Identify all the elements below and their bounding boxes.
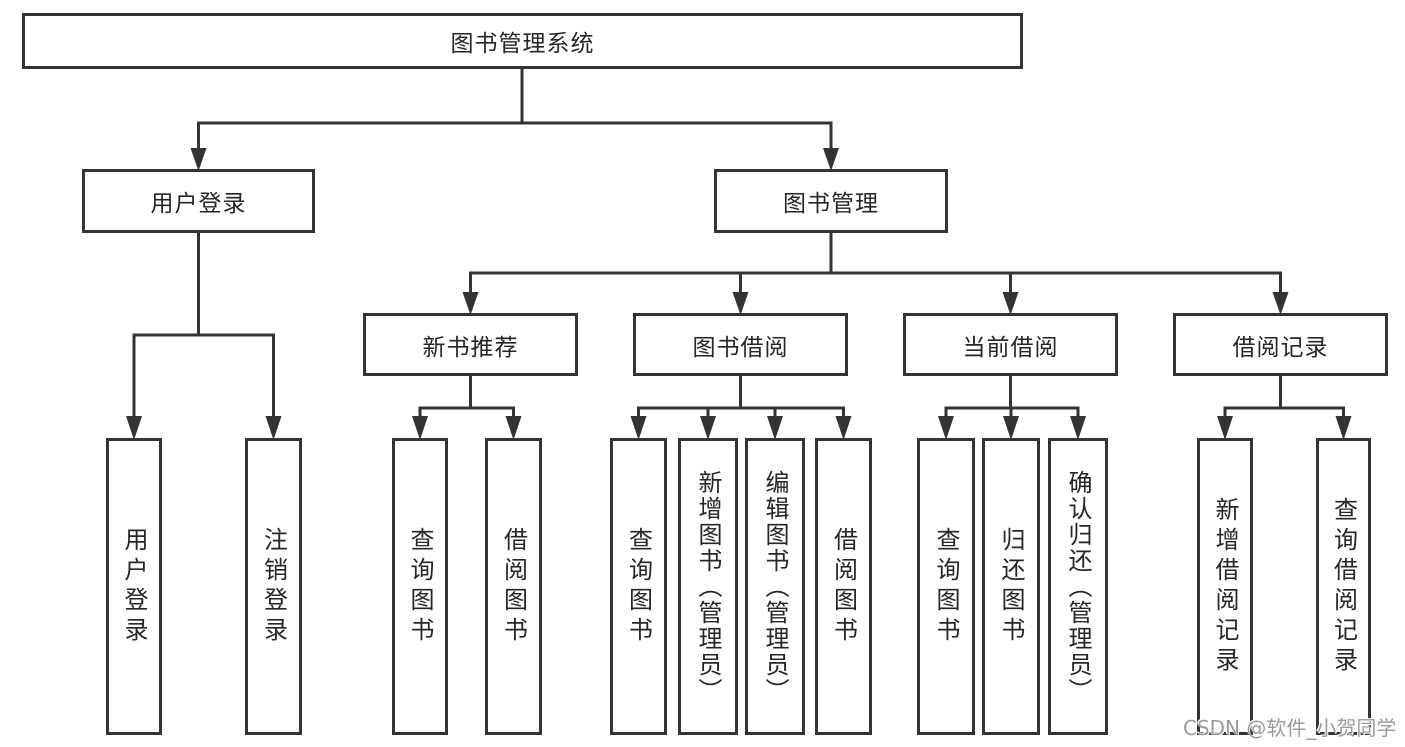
leaf-add-book-admin-label: 新增图书（管理员）	[694, 469, 722, 704]
leaf-query-book-current: 查询图书	[917, 438, 975, 735]
leaf-borrow-book-recommend-label: 借阅图书	[499, 526, 528, 647]
leaf-add-book-admin: 新增图书（管理员）	[678, 438, 738, 735]
node-root: 图书管理系统	[22, 13, 1023, 69]
leaf-borrow-book-label: 借阅图书	[829, 526, 858, 647]
leaf-edit-book-admin-label: 编辑图书（管理员）	[761, 469, 789, 704]
leaf-query-borrow-record: 查询借阅记录	[1316, 438, 1371, 735]
leaf-add-borrow-record-label: 新增借阅记录	[1211, 496, 1239, 677]
leaf-return-book-label: 归还图书	[997, 526, 1025, 647]
leaf-borrow-book: 借阅图书	[815, 438, 872, 735]
leaf-query-book-recommend: 查询图书	[392, 438, 448, 735]
node-book-borrow-label: 图书借阅	[692, 334, 789, 361]
node-current-borrow-label: 当前借阅	[962, 334, 1059, 361]
node-user-login-label: 用户登录	[150, 191, 247, 217]
leaf-user-login: 用户登录	[106, 438, 162, 735]
node-borrow-records-label: 借阅记录	[1232, 334, 1329, 361]
leaf-confirm-return-admin-label: 确认归还（管理员）	[1064, 469, 1092, 704]
leaf-logout-label: 注销登录	[259, 526, 288, 647]
leaf-query-book-recommend-label: 查询图书	[406, 526, 434, 647]
leaf-add-borrow-record: 新增借阅记录	[1197, 438, 1253, 735]
leaf-logout: 注销登录	[245, 438, 302, 735]
node-book-borrow: 图书借阅	[633, 313, 848, 376]
leaf-confirm-return-admin: 确认归还（管理员）	[1048, 438, 1108, 735]
leaf-return-book: 归还图书	[982, 438, 1040, 735]
leaf-query-book-current-label: 查询图书	[932, 526, 960, 647]
node-user-login: 用户登录	[82, 169, 315, 233]
leaf-borrow-book-recommend: 借阅图书	[485, 438, 542, 735]
leaf-query-borrow-record-label: 查询借阅记录	[1329, 496, 1358, 677]
leaf-query-book-borrow-label: 查询图书	[624, 526, 653, 647]
arrowhead-group	[126, 148, 1352, 440]
node-book-management-label: 图书管理	[783, 191, 879, 217]
node-borrow-records: 借阅记录	[1173, 313, 1388, 376]
leaf-query-book-borrow: 查询图书	[610, 438, 667, 735]
node-new-book-recommend-label: 新书推荐	[422, 334, 519, 361]
leaf-user-login-label: 用户登录	[120, 526, 148, 647]
leaf-edit-book-admin: 编辑图书（管理员）	[745, 438, 805, 735]
watermark-text: CSDN @软件_小贺同学	[1183, 716, 1397, 740]
node-book-management: 图书管理	[714, 169, 948, 233]
node-new-book-recommend: 新书推荐	[363, 313, 578, 376]
node-root-label: 图书管理系统	[450, 31, 595, 57]
node-current-borrow: 当前借阅	[903, 313, 1118, 376]
